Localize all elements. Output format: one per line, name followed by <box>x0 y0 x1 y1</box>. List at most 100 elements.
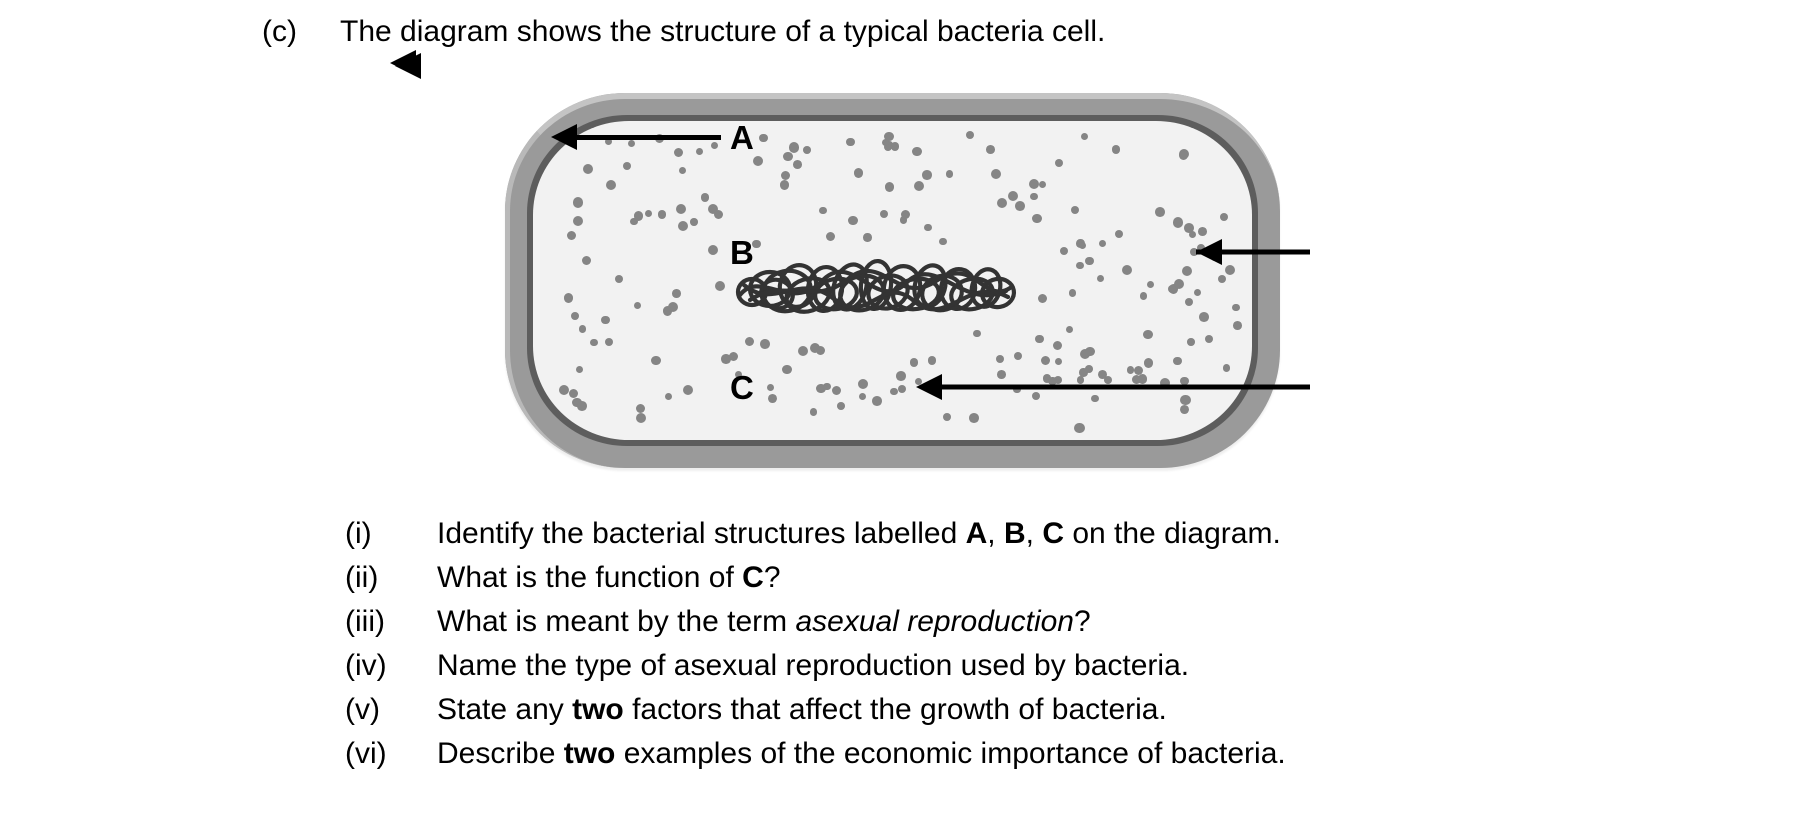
ribosome-dot <box>1040 356 1050 366</box>
ribosome-dot <box>672 289 681 298</box>
question-part-number: (iii) <box>345 605 385 638</box>
ribosome-dot <box>1204 334 1213 344</box>
ribosome-dot <box>816 383 826 394</box>
ribosome-dot <box>1098 369 1108 379</box>
label-a-leader-line <box>575 135 721 140</box>
question-part-number: (iv) <box>345 649 387 682</box>
ribosome-dot <box>766 383 774 392</box>
ribosome-dot <box>667 301 678 313</box>
ribosome-dot <box>1035 334 1044 343</box>
ribosome-dot <box>563 293 574 304</box>
ribosome-dot <box>1085 347 1095 357</box>
ribosome-dot <box>996 197 1008 209</box>
ribosome-dot <box>890 387 898 396</box>
ribosome-dot <box>884 182 894 192</box>
ribosome-dot <box>825 231 835 241</box>
ribosome-dot <box>890 142 899 151</box>
question-part-row: (vi) Describe two examples of the economi… <box>345 732 1745 776</box>
ribosome-dot <box>816 345 826 355</box>
ribosome-dot <box>779 179 790 190</box>
ribosome-dot <box>1055 159 1064 168</box>
ribosome-dot <box>819 206 827 215</box>
ribosome-dot <box>783 151 794 162</box>
ribosome-dot <box>1115 230 1124 239</box>
ribosome-dot <box>715 280 726 291</box>
ribosome-dot <box>573 197 584 208</box>
ribosome-dot <box>1076 376 1085 384</box>
ribosome-dot <box>1079 368 1088 377</box>
ribosome-dot <box>1121 265 1132 276</box>
ribosome-dot <box>788 142 800 153</box>
ribosome-dot <box>707 245 719 256</box>
question-part-text: Describe two examples of the economic im… <box>437 732 1286 776</box>
ribosome-dot <box>700 193 710 202</box>
ribosome-dot <box>1084 256 1094 266</box>
ribosome-dot <box>605 338 614 346</box>
ribosome-dot <box>901 210 911 220</box>
ribosome-dot <box>899 216 908 224</box>
ribosome-dot <box>1076 261 1084 270</box>
question-part-row: (i)Identify the bacterial structures lab… <box>345 512 1745 556</box>
ribosome-dot <box>863 233 872 242</box>
question-text-segment: , <box>987 517 1004 550</box>
ribosome-dot <box>945 170 954 178</box>
ribosome-dot <box>938 237 947 246</box>
ribosome-dot <box>1133 365 1144 376</box>
question-text-segment: B <box>1003 517 1026 550</box>
ribosome-dot <box>1111 145 1121 154</box>
ribosome-dot <box>572 215 583 226</box>
label-c-letter: C <box>730 369 754 406</box>
ribosome-dot <box>1071 206 1080 215</box>
ribosome-dot <box>665 392 673 400</box>
question-part-row: (iv) Name the type of asexual reproductio… <box>345 644 1745 688</box>
ribosome-dot <box>605 179 616 190</box>
ribosome-dot <box>662 306 673 316</box>
ribosome-dot <box>1190 248 1199 257</box>
ribosome-dot <box>578 325 587 333</box>
ribosome-dot <box>1084 365 1093 374</box>
question-text-segment: Identify the bacterial structures labell… <box>437 517 966 550</box>
question-stem-text: The diagram shows the structure of a typ… <box>340 15 1106 48</box>
ribosome-dot <box>1174 278 1185 289</box>
ribosome-dot <box>1142 329 1153 340</box>
ribosome-dot <box>858 392 867 401</box>
ribosome-dot <box>1052 340 1063 350</box>
ribosome-dot <box>1032 214 1042 224</box>
ribosome-dot <box>884 131 894 142</box>
ribosome-dot <box>912 146 922 156</box>
ribosome-dot <box>1198 227 1207 237</box>
ribosome-dot <box>1188 230 1197 239</box>
ribosome-dot <box>583 164 594 175</box>
question-part-text: Name the type of asexual reproduction us… <box>437 644 1189 688</box>
question-text-segment: ? <box>1073 605 1091 638</box>
ribosome-dot <box>728 351 739 362</box>
ribosome-dot <box>752 155 763 166</box>
ribosome-dot <box>614 274 623 284</box>
ribosome-dot <box>651 355 661 366</box>
question-text-segment: two <box>572 693 624 726</box>
ribosome-dot <box>1180 376 1189 386</box>
ribosome-dot <box>1172 217 1183 228</box>
question-part-number: (ii) <box>345 561 379 594</box>
question-text-segment: ? <box>763 561 781 594</box>
ribosome-dot <box>707 203 718 215</box>
ribosome-dot <box>1146 281 1154 289</box>
ribosome-dot <box>1014 200 1025 211</box>
question-text-segment: Describe <box>437 737 564 770</box>
question-part-row: (v)State any two factors that affect the… <box>345 688 1745 732</box>
ribosome-dot <box>927 356 937 365</box>
ribosome-dot <box>913 181 924 192</box>
cytoplasm-area <box>533 121 1252 440</box>
ribosome-dot <box>1091 394 1099 403</box>
question-part-number: (vi) <box>345 737 387 770</box>
question-text-segment: C <box>1042 517 1064 550</box>
ribosome-dot <box>1013 352 1022 361</box>
label-b-letter: B <box>730 234 754 271</box>
ribosome-dot <box>1160 377 1171 388</box>
ribosome-dot <box>735 371 743 379</box>
ribosome-dot <box>696 148 704 156</box>
label-c-arrowhead <box>390 50 416 76</box>
ribosome-dot <box>1080 349 1091 360</box>
ribosome-dot <box>590 338 598 347</box>
question-part-text: State any two factors that affect the gr… <box>437 688 1167 732</box>
